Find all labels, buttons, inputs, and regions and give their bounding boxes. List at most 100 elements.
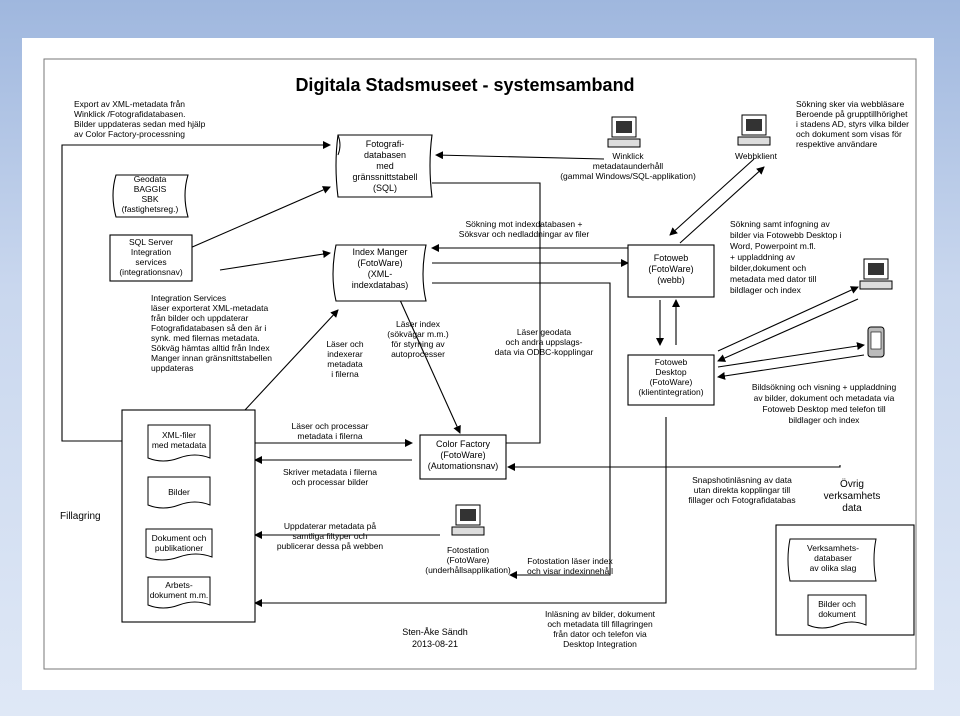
text-line: Desktop Integration <box>563 639 637 649</box>
date-label: 2013-08-21 <box>412 639 458 649</box>
text-line: (XML- <box>368 269 393 279</box>
text-line: Word, Powerpoint m.fl. <box>730 241 816 251</box>
text-line: av Color Factory-processning <box>74 129 185 139</box>
node-fotoweb: Fotoweb(FotoWare)(webb) <box>627 244 715 298</box>
node-arbetsdokument-label: Arbets-dokument m.m. <box>150 580 209 600</box>
text-line: respektive användare <box>796 139 878 149</box>
text-line: (FotoWare) <box>447 555 490 565</box>
text-line: Fotostation <box>447 545 489 555</box>
text-line: Fotoweb <box>654 253 689 263</box>
text-line: (FotoWare) <box>648 264 693 274</box>
text-line: Snapshotinläsning av data <box>692 475 792 485</box>
node-arbetsdokument: Arbets-dokument m.m. <box>147 576 211 609</box>
text-line: Beroende på grupptillhörighet <box>796 109 908 119</box>
text-line: (sökvägar m.m.) <box>387 329 449 339</box>
text-line: Bildsökning och visning + uppladdning <box>752 382 897 392</box>
text-line: (SQL) <box>373 183 397 193</box>
text-line: (gammal Windows/SQL-applikation) <box>560 171 696 181</box>
text-line: dokument m.m. <box>150 590 209 600</box>
text-line: metadata med dator till <box>730 274 817 284</box>
node-bilder-label: Bilder <box>168 487 190 497</box>
text-line: dokument <box>818 609 856 619</box>
text-line: Geodata <box>134 174 167 184</box>
text-line: Bilder uppdateras sedan med hjälp <box>74 119 206 129</box>
text-line: databasen <box>364 150 406 160</box>
winklick-computer-icon <box>607 116 641 148</box>
text-line: och andra uppslags- <box>505 337 582 347</box>
text-line: (FotoWare) <box>440 450 485 460</box>
text-line: från bilder och uppdaterar <box>151 313 249 323</box>
text-line: fillager och Fotografidatabas <box>688 495 795 505</box>
text-line: bilder via Fotowebb Desktop i <box>730 230 842 240</box>
text-line: Sökväg hämtas alltid från Index <box>151 343 270 353</box>
text-line: från dator och telefon via <box>553 629 647 639</box>
text-line: (FotoWare) <box>650 377 693 387</box>
text-line: i stadens AD, styrs vilka bilder <box>796 119 909 129</box>
connector-snapshot-colorfactory <box>507 463 841 471</box>
text-line: Skriver metadata i filerna <box>283 467 377 477</box>
text-line: BAGGIS <box>134 184 167 194</box>
text-line: Arbets- <box>165 580 193 590</box>
text-line: (FotoWare) <box>357 258 402 268</box>
text-line: med metadata <box>152 440 207 450</box>
text-line: (integrationsnav) <box>119 267 182 277</box>
connector-fotoweb-webbklient <box>679 166 765 244</box>
text-line: Export av XML-metadata från <box>74 99 185 109</box>
text-line: läser exporterat XML-metadata <box>151 303 268 313</box>
author-label: Sten-Åke Sändh <box>402 627 468 637</box>
text-line: med <box>376 161 394 171</box>
text-line: Uppdaterar metadata på <box>284 521 376 531</box>
text-line: indexerar <box>327 349 363 359</box>
connector-computer-desktop <box>717 298 859 362</box>
text-line: Integration Services <box>151 293 226 303</box>
text-line: Color Factory <box>436 439 491 449</box>
connector-webbklient-fotoweb <box>669 158 755 236</box>
text-line: för styrning av <box>391 339 445 349</box>
text-line: i filerna <box>331 369 359 379</box>
text-line: SBK <box>141 194 158 204</box>
connector-sql-fotografi <box>189 186 331 249</box>
node-webbklient-label: Webbklient <box>735 151 778 161</box>
connector-phone-desktop <box>717 354 865 380</box>
node-sql-server-label: SQL ServerIntegrationservices(integratio… <box>119 237 182 277</box>
text-line: + uppladdning av <box>730 252 796 262</box>
text-line: (fastighetsreg.) <box>122 204 179 214</box>
text-line: Läser och <box>326 339 364 349</box>
text-line: Fotografi- <box>366 139 405 149</box>
text-line: Fotografidatabasen så den är i <box>151 323 266 333</box>
text-line: Manger innan gränsnittstabellen <box>151 353 272 363</box>
text-line: Läser och processar <box>291 421 368 431</box>
node-fotografidatabasen-label: Fotografi-databasenmedgränssnittstabell(… <box>352 139 417 193</box>
text-line: uppdateras <box>151 363 194 373</box>
node-fotoweb-desktop: FotowebDesktop(FotoWare)(klientintegrati… <box>627 354 715 406</box>
text-line: Söksvar och nedladdningar av filer <box>459 229 590 239</box>
connector-desktop-computer <box>717 286 859 352</box>
text-line: Winklick <box>612 151 644 161</box>
text-line: gränssnittstabell <box>352 172 417 182</box>
text-line: och dokument som visas för <box>796 129 902 139</box>
text-line: (Automationsnav) <box>428 461 499 471</box>
text-line: verksamhets <box>824 491 881 502</box>
node-bilder: Bilder <box>147 476 211 509</box>
connector-desktop-fillagring <box>254 417 667 607</box>
text-line: metadataunderhåll <box>593 161 664 171</box>
text-line: Fotoweb Desktop med telefon till <box>762 404 885 414</box>
text-line: Övrig <box>840 478 864 490</box>
text-line: Integration <box>131 247 171 257</box>
